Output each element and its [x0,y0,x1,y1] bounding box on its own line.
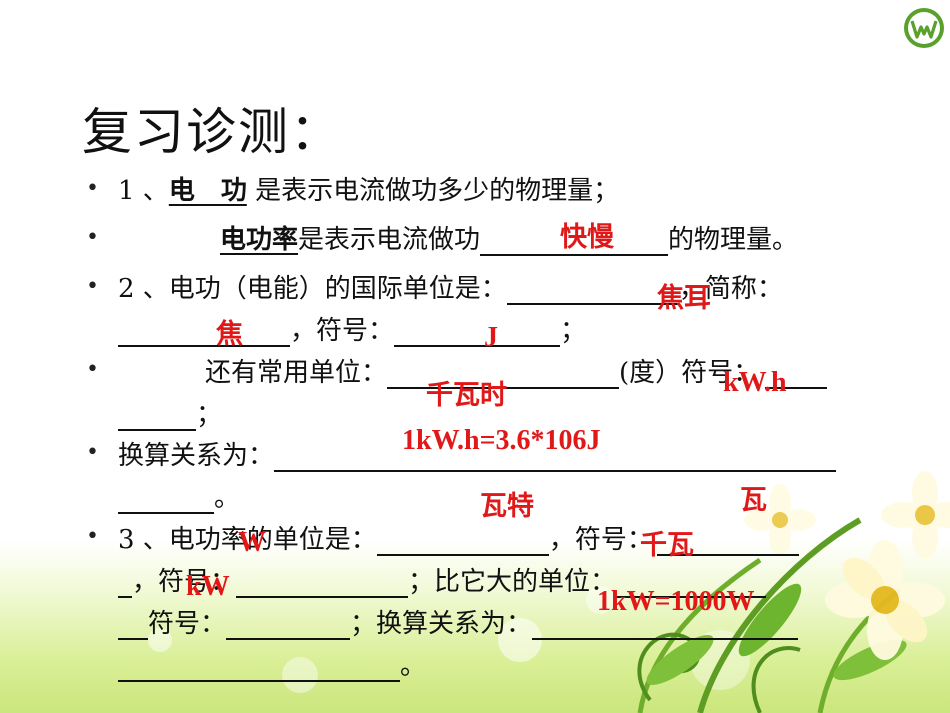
q3-blank [506,275,679,305]
logo-icon [904,8,944,48]
q7-blank [274,442,837,472]
q10-blank-2 [236,568,409,598]
answer-qianwa: 千瓦 [640,530,694,561]
q10-suffix: ；比它大的单位： [408,567,617,597]
q1-answer-electric-work: 电 功 [168,176,247,206]
question-line-7: 换算关系为： [118,435,837,472]
q4-suffix: ； [560,316,587,346]
bullet: • [86,357,99,382]
answer-kuaiman: 快慢 [560,222,614,253]
q2-text: 是表示电流做功 [298,225,481,255]
q11-text: 符号： [148,609,227,639]
q12-blank [118,652,400,682]
q3-text: 2 、电功（电能）的国际单位是： [118,274,507,304]
answer-kw: kW [186,571,230,602]
q6-suffix: ； [196,400,223,430]
answer-wa: 瓦 [740,485,767,516]
answer-conv-2: 1kW=1000W [597,586,755,617]
answer-jiaoer: 焦耳 [657,283,711,314]
q2-blank [480,226,669,256]
question-line-11: 符号： ；换算关系为： [118,603,799,640]
q1-suffix: 是表示电流做功多少的物理量； [246,176,620,206]
bullet: • [86,440,99,465]
answer-wate: 瓦特 [480,491,534,522]
q5-blank-2 [765,359,828,389]
q5-suffix: (度）符号： [619,358,760,388]
q12-suffix: 。 [400,651,427,681]
q11-blank-3 [532,610,799,640]
question-line-2: 电功率是表示电流做功 的物理量。 [220,219,798,256]
q5-text: 还有常用单位： [205,358,388,388]
q10-text: ，符号： [132,567,237,597]
q3-suffix: ，简称： [678,274,783,304]
q9-text: 3 、电功率的单位是： [118,525,377,555]
bullet: • [86,274,99,299]
answer-kwh: kW.h [723,367,787,398]
question-line-12: 。 [118,645,426,682]
q1-prefix: 1 、 [118,176,169,206]
q9-suffix: ，符号： [548,525,653,555]
bullet: • [86,524,99,549]
answer-w: W [238,527,266,558]
q11-blank-2 [226,610,351,640]
q11-suffix: ；换算关系为： [350,609,533,639]
q8-blank [118,484,214,514]
q4-blank-2 [394,317,561,347]
q8-suffix: 。 [214,483,241,513]
q5-blank-1 [387,359,620,389]
q2-answer-power: 电功率 [220,225,299,255]
question-line-8: 。 [118,477,240,514]
answer-conv-1: 1kW.h=3.6*106J [402,425,601,456]
question-line-10: ，符号： ；比它大的单位： [118,561,767,598]
page-title: 复习诊测： [82,103,342,161]
answer-jiao: 焦 [216,319,243,350]
q9-blank-2 [656,526,799,556]
q7-text: 换算关系为： [118,441,275,471]
q11-blank-1 [118,610,148,640]
q10-blank-3 [616,568,767,598]
q4-text: ，符号： [290,316,395,346]
answer-j: J [484,322,498,353]
q4-blank-1 [118,317,290,347]
q10-blank-1 [118,568,132,598]
q2-suffix: 的物理量。 [668,225,799,255]
question-line-4: ，符号： ； [118,310,586,347]
question-line-1: 1 、电 功 是表示电流做功多少的物理量； [118,170,619,207]
answer-qianwashi: 千瓦时 [426,380,507,411]
bullet: • [86,225,99,250]
question-line-3: 2 、电功（电能）的国际单位是： ，简称： [118,268,783,305]
bullet: • [86,176,99,201]
q9-blank-1 [376,526,549,556]
q6-blank [118,401,196,431]
question-line-6: ； [118,394,222,431]
question-line-5: 还有常用单位： (度）符号： [205,352,828,389]
question-line-9: 3 、电功率的单位是： ，符号： [118,519,799,556]
